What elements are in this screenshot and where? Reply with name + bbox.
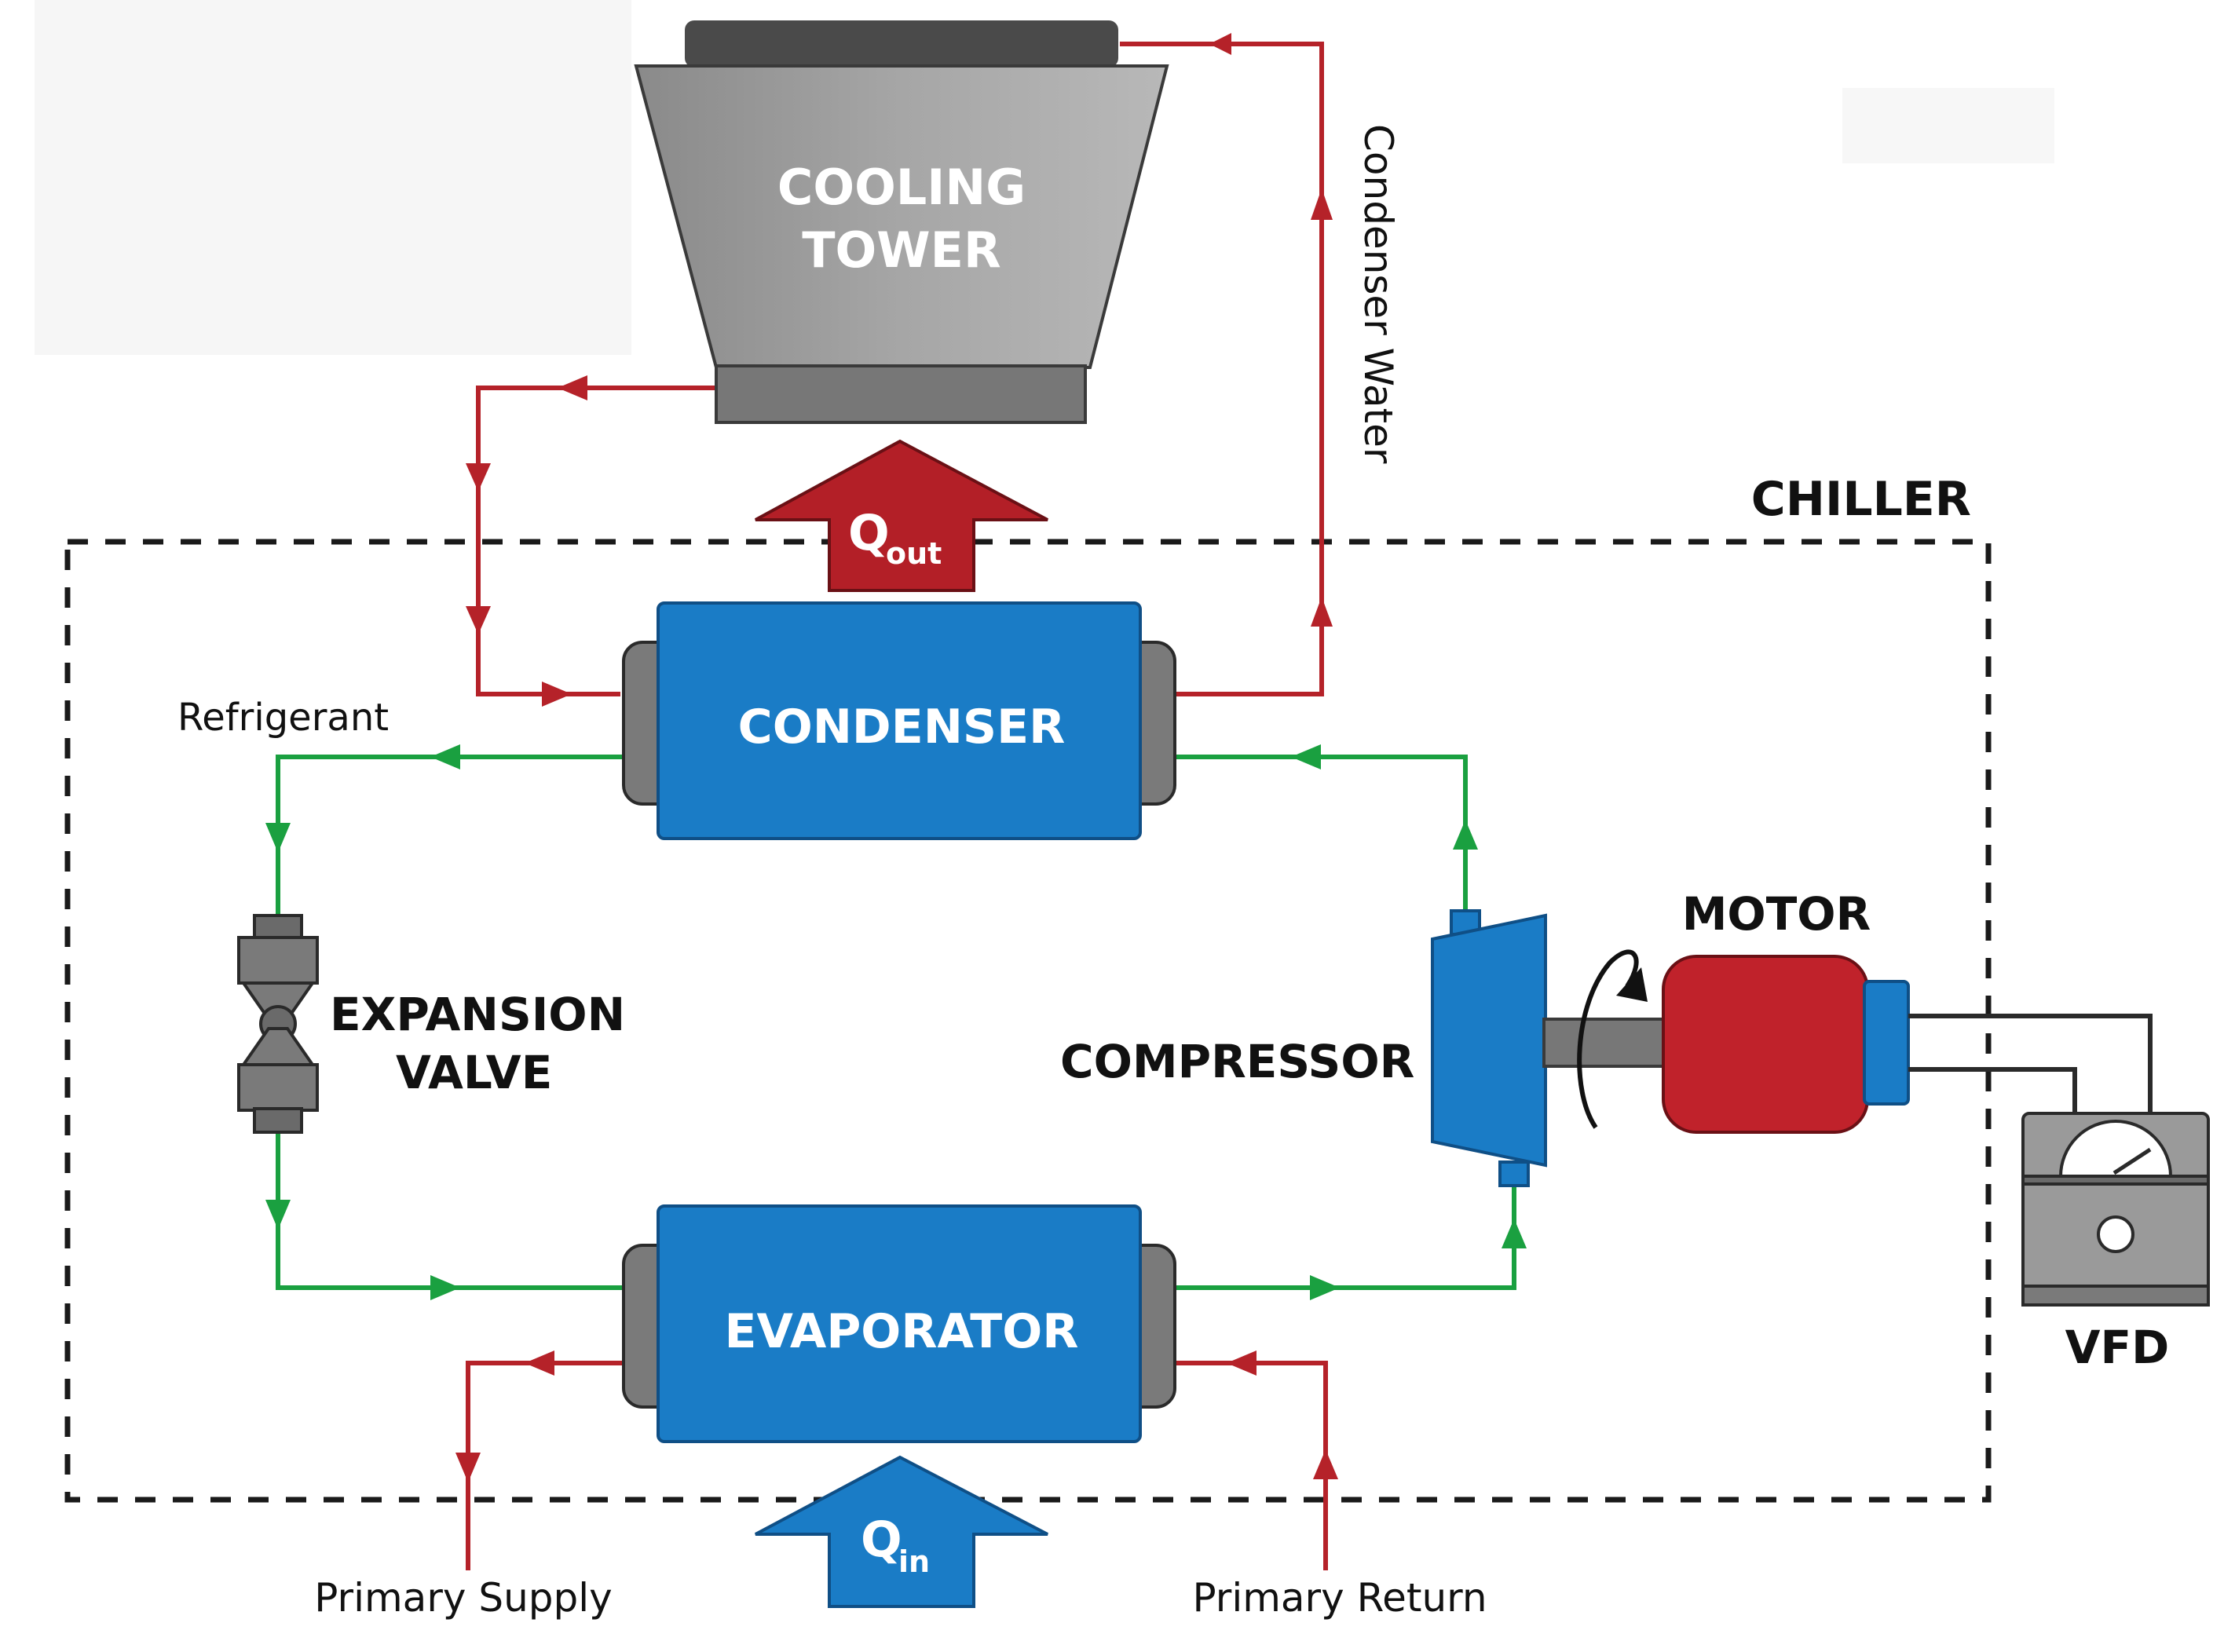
motor-endcap <box>1863 980 1910 1106</box>
q-out-label: Q <box>848 504 890 561</box>
arrow-down <box>466 463 491 492</box>
arrow-up <box>1453 820 1478 850</box>
arrow-down <box>455 1453 481 1482</box>
valve-lower-body <box>237 1063 319 1112</box>
expansion-valve <box>237 914 319 1134</box>
primary-water-arrows <box>455 1350 1338 1482</box>
vfd-gauge-needle <box>2112 1147 2152 1175</box>
vfd-base <box>2021 1285 2210 1307</box>
expansion-valve-label: EXPANSION <box>330 988 625 1041</box>
primary-supply-label: Primary Supply <box>314 1575 613 1621</box>
chiller-boundary <box>64 539 1992 1503</box>
arrow-up <box>1311 597 1333 627</box>
condenser-water-label: Condenser Water <box>1355 124 1401 464</box>
evaporator-label: EVAPORATOR <box>725 1304 1079 1359</box>
arrow-right <box>542 682 572 707</box>
cooling-tower-top <box>685 20 1118 68</box>
background-patch-right <box>1842 88 2054 163</box>
cooling-tower-label: COOLING <box>777 159 1026 216</box>
arrow-up <box>1311 188 1333 220</box>
compressor-label: COMPRESSOR <box>1060 1035 1414 1088</box>
condenser-body <box>657 601 1142 840</box>
arrow-left <box>558 375 587 400</box>
arrow-up <box>1313 1449 1338 1479</box>
arrow-right <box>1310 1275 1340 1300</box>
q-in-subscript: in <box>898 1544 930 1579</box>
q-in-label: Q <box>861 1511 902 1568</box>
arrow-down <box>466 606 491 634</box>
motor-label: MOTOR <box>1682 887 1871 941</box>
refrigerant-arrows <box>265 744 1527 1300</box>
cooling-tower: COOLING TOWER <box>634 20 1169 424</box>
condenser: CONDENSER <box>622 601 1176 840</box>
compressor-body <box>1431 913 1547 1168</box>
q-out-subscript: out <box>886 536 942 571</box>
arrow-left <box>525 1350 554 1376</box>
arrow-left <box>1209 33 1231 55</box>
motor <box>1662 955 1910 1134</box>
condenser-label: CONDENSER <box>738 700 1066 755</box>
primary-water-lines <box>466 1361 1328 1570</box>
cooling-tower-basin <box>715 364 1087 424</box>
vfd-knob <box>2097 1215 2134 1253</box>
evaporator: EVAPORATOR <box>622 1204 1176 1443</box>
valve-bottom-cap <box>253 1107 303 1134</box>
arrow-right <box>430 1275 460 1300</box>
valve-top-cap <box>253 914 303 941</box>
evaporator-body <box>657 1204 1142 1443</box>
vfd-label: VFD <box>2065 1321 2170 1374</box>
vfd-gauge <box>2058 1120 2173 1178</box>
vfd-wiring <box>1908 1014 2153 1117</box>
heat-in-arrow: Q in <box>755 1455 1048 1608</box>
expansion-valve-label: VALVE <box>396 1046 552 1099</box>
compressor-inlet-port <box>1498 1160 1530 1187</box>
valve-lower-cone <box>240 1027 316 1066</box>
arrow-left <box>430 744 460 769</box>
refrigerant-loop <box>276 755 1516 1290</box>
arrow-left <box>1227 1350 1257 1376</box>
chiller-label: CHILLER <box>1751 472 1971 527</box>
cooling-tower-label: TOWER <box>802 221 1000 279</box>
refrigerant-label: Refrigerant <box>177 696 389 740</box>
arrow-down <box>265 823 291 853</box>
heat-out-arrow: Q out <box>755 439 1048 592</box>
vfd <box>2021 1112 2210 1307</box>
cooling-tower-body <box>634 64 1169 369</box>
compressor <box>1431 909 1547 1187</box>
condenser-water-arrows <box>466 33 1333 707</box>
rotation-arrow <box>1577 949 1648 1129</box>
drive-shaft <box>1542 1018 1666 1068</box>
arrow-left <box>1291 744 1321 769</box>
background-patch-left <box>35 0 631 355</box>
valve-upper-body <box>237 936 319 985</box>
arrow-down <box>265 1200 291 1230</box>
arrow-up <box>1502 1219 1527 1248</box>
motor-body <box>1662 955 1869 1134</box>
primary-return-label: Primary Return <box>1192 1575 1487 1621</box>
